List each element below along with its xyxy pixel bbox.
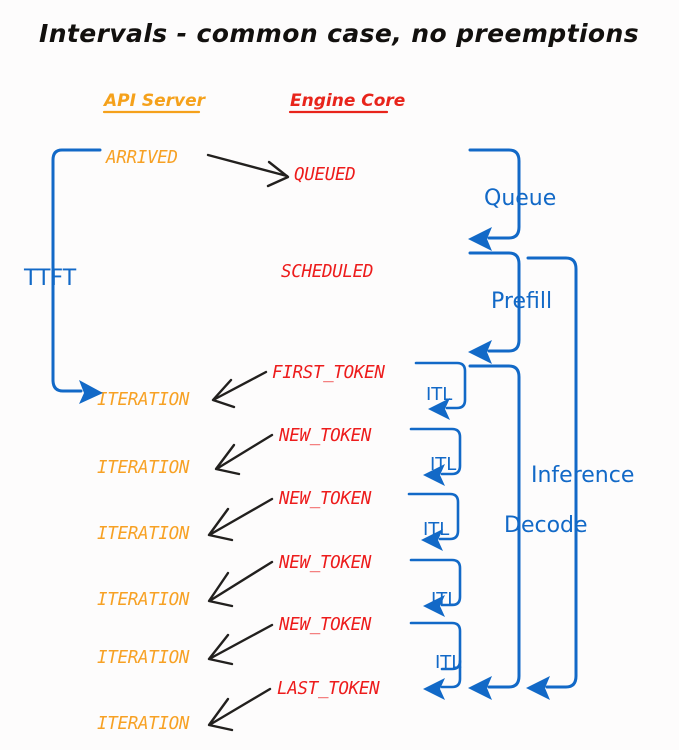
interval-bracket-itl-3 <box>407 492 460 551</box>
interval-label-inference: Inference <box>531 463 634 488</box>
interval-label-decode: Decode <box>504 513 588 538</box>
state-new-token-1: NEW_TOKEN <box>278 426 372 446</box>
interval-bracket-queue <box>468 148 521 251</box>
state-queued: QUEUED <box>294 165 355 185</box>
state-arrived: ARRIVED <box>105 148 178 168</box>
arrow-new-token-3-to-iteration <box>207 560 274 608</box>
column-header-api-server: API Server <box>102 91 207 111</box>
interval-bracket-itl-2 <box>409 427 462 486</box>
state-new-token-4: NEW_TOKEN <box>278 615 372 635</box>
state-scheduled: SCHEDULED <box>281 262 373 282</box>
itl-label-1: ITL <box>426 384 452 405</box>
interval-bracket-itl-4 <box>409 558 462 617</box>
state-iteration-1: ITERATION <box>97 390 190 410</box>
arrow-new-token-1-to-iteration <box>214 433 274 476</box>
arrow-arrived-to-queued <box>206 153 290 188</box>
itl-label-4: ITL <box>431 589 457 610</box>
interval-bracket-inference <box>526 256 578 700</box>
arrow-last-token-to-iteration <box>207 687 272 732</box>
arrow-new-token-2-to-iteration <box>207 497 274 542</box>
state-iteration-2: ITERATION <box>97 458 190 478</box>
itl-label-5: ITL <box>435 652 461 673</box>
interval-bracket-itl-1 <box>414 361 467 420</box>
diagram-title: Intervals - common case, no preemptions <box>39 19 639 48</box>
interval-label-ttft: TTFT <box>23 266 77 291</box>
state-iteration-4: ITERATION <box>97 590 190 610</box>
state-iteration-6: ITERATION <box>97 714 190 734</box>
state-new-token-2: NEW_TOKEN <box>278 489 372 509</box>
column-header-engine-core: Engine Core <box>290 91 405 111</box>
state-new-token-3: NEW_TOKEN <box>278 553 372 573</box>
interval-bracket-itl-5 <box>409 621 462 700</box>
interval-bracket-prefill <box>468 251 521 364</box>
state-iteration-5: ITERATION <box>97 648 190 668</box>
state-first-token: FIRST_TOKEN <box>272 363 385 383</box>
arrow-new-token-4-to-iteration <box>207 623 274 666</box>
state-iteration-3: ITERATION <box>97 524 190 544</box>
arrow-first-token-to-iteration <box>211 370 268 409</box>
interval-label-prefill: Prefill <box>491 289 552 314</box>
interval-bracket-decode <box>468 364 521 700</box>
itl-label-2: ITL <box>430 454 456 475</box>
itl-label-3: ITL <box>423 519 449 540</box>
state-last-token: LAST_TOKEN <box>277 679 380 699</box>
interval-label-queue: Queue <box>484 186 556 211</box>
interval-bracket-ttft <box>51 148 103 404</box>
